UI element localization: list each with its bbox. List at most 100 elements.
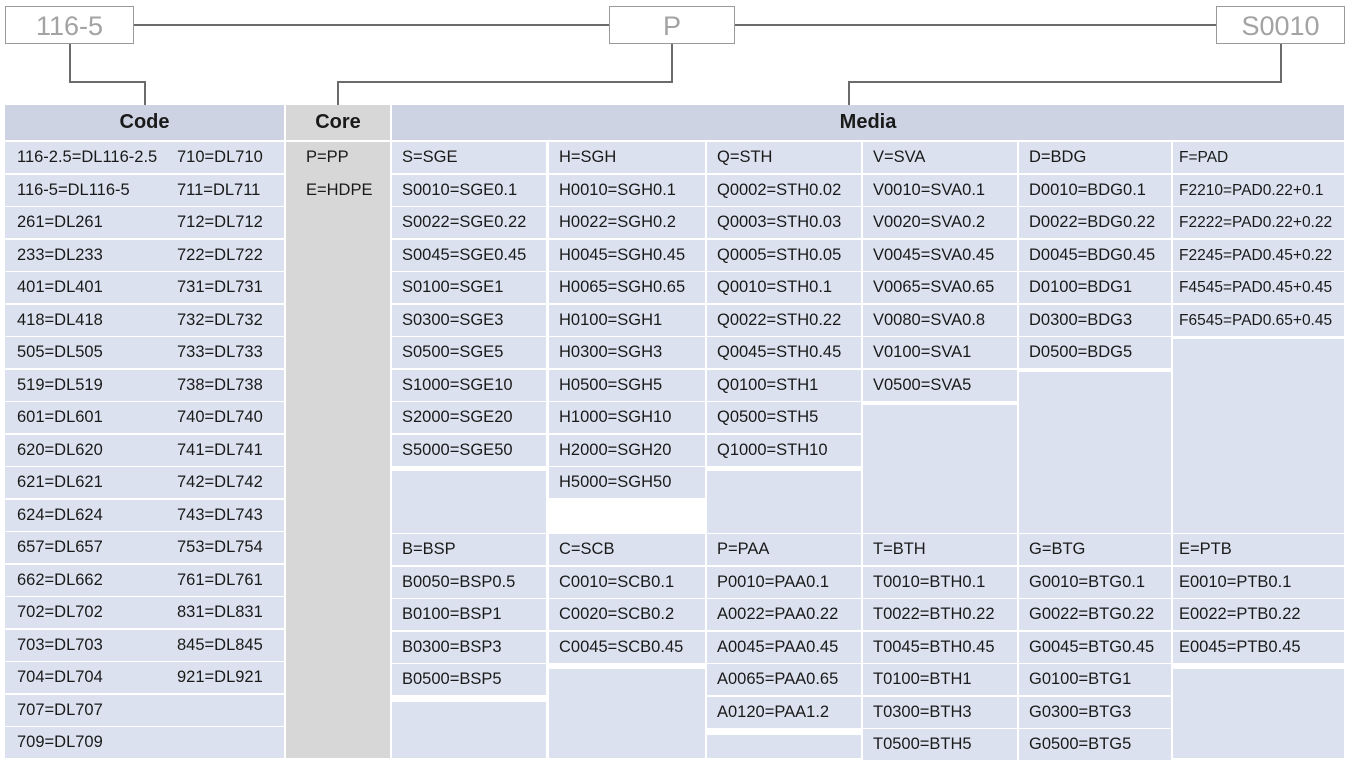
code-entry: 710=DL710 (177, 148, 263, 166)
media-entry: S1000=SGE10 (392, 369, 546, 401)
media-entry: G0045=BTG0.45 (1019, 631, 1171, 663)
media-entry: V0045=SVA0.45 (863, 239, 1017, 271)
code-entry: 418=DL418 (17, 310, 103, 329)
media-entry: B0300=BSP3 (392, 631, 546, 663)
code-entry: 116-2.5=DL116-2.5 (17, 148, 158, 166)
code-entry: 761=DL761 (177, 570, 263, 589)
code-entry: 703=DL703 (17, 635, 103, 654)
media-entry: C0020=SCB0.2 (549, 599, 705, 630)
media-entry: S0010=SGE0.1 (392, 174, 546, 206)
media-entry: A0065=PAA0.65 (707, 664, 861, 695)
media-group-header: S=SGE (392, 142, 546, 173)
media-entry: G0100=BTG1 (1019, 664, 1171, 695)
code-header: Code (5, 105, 284, 140)
media-entry: T0100=BTH1 (863, 664, 1017, 695)
code-entry: 731=DL731 (177, 278, 263, 296)
media-entry: H0300=SGH3 (549, 337, 705, 368)
media-group-header: T=BTH (863, 534, 1017, 565)
connector-line (1280, 44, 1282, 82)
code-entry: 624=DL624 (17, 505, 103, 524)
media-entry: Q0002=STH0.02 (707, 174, 861, 206)
code-entry: 733=DL733 (177, 343, 263, 361)
connector-line (735, 24, 1216, 26)
media-entry: C0045=SCB0.45 (549, 631, 705, 663)
media-entry: F2245=PAD0.45+0.22 (1173, 239, 1344, 271)
code-entry: 505=DL505 (17, 343, 103, 361)
media-group-header: B=BSP (392, 534, 546, 565)
code-row: 662=DL662 761=DL761 (5, 564, 284, 596)
media-entry: D0100=BDG1 (1019, 272, 1171, 303)
media-entry: H1000=SGH10 (549, 402, 705, 433)
code-entry: 712=DL712 (177, 213, 263, 231)
media-entry: D0010=BDG0.1 (1019, 174, 1171, 206)
code-selector-box: 116-5 (5, 6, 134, 44)
code-entry: 738=DL738 (177, 375, 263, 394)
media-entry: S2000=SGE20 (392, 402, 546, 433)
media-entry: V0500=SVA5 (863, 369, 1017, 401)
media-entry: V0065=SVA0.65 (863, 272, 1017, 303)
code-entry: 702=DL702 (17, 603, 103, 621)
media-entry: H0010=SGH0.1 (549, 174, 705, 206)
media-entry: S0045=SGE0.45 (392, 239, 546, 271)
code-row: 709=DL709 (5, 727, 284, 758)
code-entry: 921=DL921 (177, 668, 263, 686)
media-entry: D0500=BDG5 (1019, 337, 1171, 368)
code-entry: 657=DL657 (17, 538, 103, 556)
media-group-header: V=SVA (863, 142, 1017, 173)
media-entry: Q0045=STH0.45 (707, 337, 861, 368)
media-entry: V0080=SVA0.8 (863, 304, 1017, 336)
code-entry: 519=DL519 (17, 375, 103, 394)
media-entry: C0010=SCB0.1 (549, 566, 705, 598)
media-entry: D0022=BDG0.22 (1019, 207, 1171, 238)
media-entry: V0100=SVA1 (863, 337, 1017, 368)
empty-cell (392, 702, 546, 758)
media-entry: H0100=SGH1 (549, 304, 705, 336)
media-entry: E0045=PTB0.45 (1173, 631, 1344, 663)
media-entry: H5000=SGH50 (549, 467, 705, 498)
media-entry: Q1000=STH10 (707, 434, 861, 466)
code-entry: 722=DL722 (177, 245, 263, 264)
media-group-header: P=PAA (707, 534, 861, 565)
code-row: 657=DL657 753=DL754 (5, 532, 284, 563)
media-entry: F6545=PAD0.65+0.45 (1173, 304, 1344, 336)
media-entry: F2210=PAD0.22+0.1 (1173, 174, 1344, 206)
code-entry: 620=DL620 (17, 440, 103, 459)
core-header: Core (286, 105, 390, 140)
code-entry: 740=DL740 (177, 408, 263, 426)
media-entry: T0300=BTH3 (863, 696, 1017, 728)
media-entry: Q0003=STH0.03 (707, 207, 861, 238)
code-entry: 601=DL601 (17, 408, 103, 426)
code-row: 116-2.5=DL116-2.5 710=DL710 (5, 142, 284, 173)
media-entry: A0120=PAA1.2 (707, 696, 861, 728)
media-entry: Q0022=STH0.22 (707, 304, 861, 336)
code-entry: 753=DL754 (177, 538, 263, 556)
connector-line (337, 81, 673, 83)
code-row: 519=DL519 738=DL738 (5, 369, 284, 401)
code-entry: 116-5=DL116-5 (17, 180, 130, 199)
media-entry: A0045=PAA0.45 (707, 631, 861, 663)
media-entry: H0022=SGH0.2 (549, 207, 705, 238)
connector-line (69, 81, 145, 83)
code-entry: 401=DL401 (17, 278, 103, 296)
media-entry: F4545=PAD0.45+0.45 (1173, 272, 1344, 303)
media-entry: Q0100=STH1 (707, 369, 861, 401)
connector-line (337, 81, 339, 105)
code-entry: 662=DL662 (17, 570, 103, 589)
code-entry: 845=DL845 (177, 635, 263, 654)
core-entry: P=PP (286, 142, 390, 173)
code-entry: 742=DL742 (177, 473, 263, 491)
media-entry: G0300=BTG3 (1019, 696, 1171, 728)
media-entry: H2000=SGH20 (549, 434, 705, 466)
media-selector-box: S0010 (1216, 6, 1345, 44)
